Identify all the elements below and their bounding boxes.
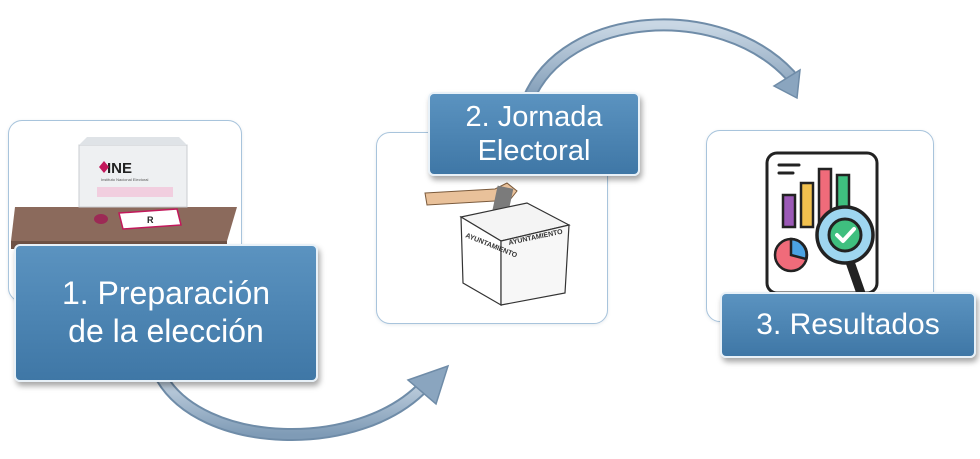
step-2-title-line1: 2. Jornada [465,100,603,133]
step-3-card [706,130,934,322]
step-3-title: 3. Resultados [756,308,940,342]
ine-logo-text: INE [107,160,132,177]
step-1-label: 1. Preparación de la elección [14,244,318,382]
step-1-title-line1: 1. Preparación [61,275,271,312]
curved-arrow-icon [153,364,450,442]
step-2-label: 2. Jornada Electoral [428,92,640,176]
ine-subtitle-text: Instituto Nacional Electoral [101,177,148,182]
voting-urn-icon: AYUNTAMIENTO AYUNTAMIENTO [424,182,571,307]
ballot-box-table-icon: INE Instituto Nacional Electoral R [11,137,237,301]
ballot-mark-text: R [147,215,154,225]
step-3-label: 3. Resultados [720,292,976,358]
step-2-title-line2: Electoral [477,135,591,167]
report-analysis-icon [765,151,879,304]
step-1-title-line2: de la elección [68,313,264,349]
curved-arrow-icon [521,18,801,107]
